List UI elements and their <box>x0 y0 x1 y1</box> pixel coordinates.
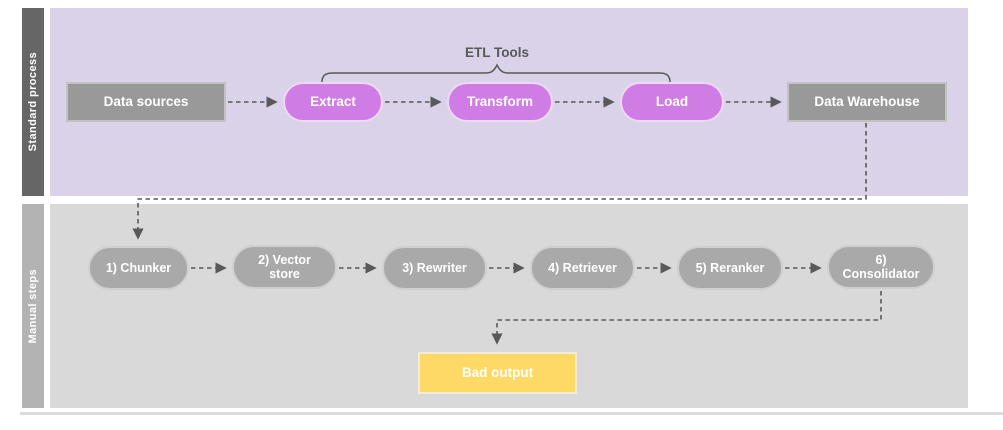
standard-process-lane-header: Standard process <box>22 8 44 196</box>
manual-steps-lane-header: Manual steps <box>22 204 44 408</box>
node-transform: Transform <box>447 82 553 122</box>
node-vector-store: 2) Vector store <box>232 245 337 289</box>
etl-tools-brace <box>321 63 671 83</box>
etl-tools-caption: ETL Tools <box>465 45 529 60</box>
node-reranker: 5) Reranker <box>677 246 783 290</box>
node-data-warehouse: Data Warehouse <box>787 82 947 122</box>
bottom-divider <box>20 412 1003 415</box>
node-extract: Extract <box>283 82 383 122</box>
node-consolidator: 6) Consolidator <box>827 245 935 289</box>
node-bad-output: Bad output <box>418 352 577 394</box>
node-retriever: 4) Retriever <box>530 246 635 290</box>
node-data-sources: Data sources <box>66 82 226 122</box>
node-rewriter: 3) Rewriter <box>382 246 487 290</box>
arrow-consolidator-to-bad-output <box>491 291 882 345</box>
arrow-warehouse-to-chunker <box>132 123 867 240</box>
node-chunker: 1) Chunker <box>88 246 189 290</box>
node-load: Load <box>620 82 724 122</box>
